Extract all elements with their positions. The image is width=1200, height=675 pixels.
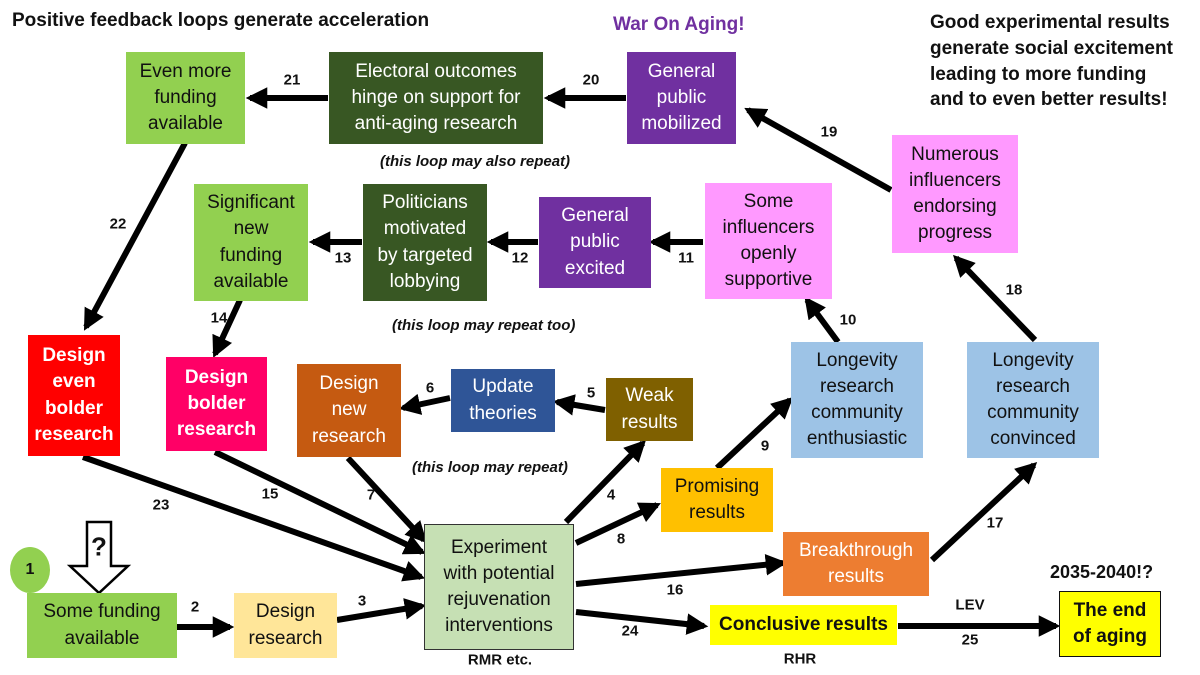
public-mobilized-box: General public mobilized: [627, 52, 736, 144]
arrow-label-24: 24: [621, 622, 639, 640]
community-enthusiastic-box: Longevity research community enthusiasti…: [791, 342, 923, 458]
lev-label: LEV: [955, 596, 985, 614]
war-heading: War On Aging!: [613, 14, 745, 35]
conclusive-results-box: Conclusive results: [710, 605, 897, 645]
right-heading: Good experimental results generate socia…: [930, 12, 1173, 111]
arrow-label-12: 12: [511, 249, 529, 267]
design-new-research-box: Design new research: [297, 364, 401, 457]
public-excited-box: General public excited: [539, 197, 651, 288]
numerous-influencers-box: Numerous influencers endorsing progress: [892, 135, 1018, 253]
arrow-8: [574, 502, 661, 546]
end-of-aging-box: The end of aging: [1059, 591, 1161, 657]
arrow-19: [744, 107, 893, 193]
arrow-9: [714, 397, 794, 471]
arrow-label-21: 21: [283, 71, 301, 89]
weak-results-box: Weak results: [606, 378, 693, 441]
arrow-15: [213, 449, 426, 555]
loop-also-note: (this loop may also repeat): [380, 153, 571, 170]
arrow-label-10: 10: [839, 311, 857, 329]
politicians-box: Politicians motivated by targeted lobbyi…: [363, 184, 487, 301]
arrow-5: [552, 394, 606, 416]
left-heading: Positive feedback loops generate acceler…: [12, 10, 430, 31]
arrow-label-25: 25: [961, 631, 979, 649]
design-even-bolder-research-box: Design even bolder research: [28, 335, 120, 456]
arrow-label-16: 16: [666, 581, 684, 599]
some-influencers-box: Some influencers openly supportive: [705, 183, 832, 299]
arrow-7: [345, 455, 427, 544]
breakthrough-results-box: Breakthrough results: [783, 532, 929, 596]
arrow-label-15: 15: [261, 485, 279, 503]
arrow-label-17: 17: [986, 514, 1004, 532]
arrow-23: [81, 454, 426, 582]
arrow-label-3: 3: [357, 592, 367, 610]
start-badge: 1: [10, 547, 50, 593]
arrow-label-9: 9: [760, 437, 770, 455]
design-bolder-research-box: Design bolder research: [166, 357, 267, 451]
arrow-label-5: 5: [586, 384, 596, 402]
arrow-label-8: 8: [616, 530, 626, 548]
community-convinced-box: Longevity research community convinced: [967, 342, 1099, 458]
promising-results-box: Promising results: [661, 468, 773, 532]
rmr-label: RMR etc.: [467, 651, 533, 669]
arrow-label-20: 20: [582, 71, 600, 89]
arrow-label-11: 11: [678, 249, 694, 267]
electoral-outcomes-box: Electoral outcomes hinge on support for …: [329, 52, 543, 144]
experiment-box: Experiment with potential rejuvenation i…: [424, 524, 574, 650]
arrow-label-23: 23: [152, 496, 170, 514]
arrow-label-19: 19: [820, 123, 838, 141]
significant-funding-box: Significant new funding available: [194, 184, 308, 301]
arrow-24: [575, 609, 709, 635]
arrow-label-2: 2: [190, 598, 200, 616]
arrow-label-18: 18: [1005, 281, 1023, 299]
arrow-14: [212, 298, 243, 358]
question-arrow-icon: [66, 520, 132, 595]
arrow-label-7: 7: [366, 486, 376, 504]
arrow-label-6: 6: [425, 379, 435, 397]
arrow-17: [929, 462, 1038, 563]
arrow-10: [804, 296, 841, 344]
arrow-label-4: 4: [606, 486, 616, 504]
arrow-label-14: 14: [210, 309, 228, 327]
arrow-label-13: 13: [334, 249, 352, 267]
arrow-18: [953, 254, 1038, 343]
design-research-box: Design research: [234, 593, 337, 658]
arrow-22: [83, 141, 188, 331]
arrow-3: [336, 598, 427, 623]
update-theories-box: Update theories: [451, 369, 555, 432]
even-more-funding-box: Even more funding available: [126, 52, 245, 144]
arrow-4: [563, 439, 647, 525]
year-heading: 2035-2040!?: [1050, 562, 1154, 582]
arrow-16: [575, 553, 788, 587]
question-mark: ?: [91, 531, 107, 562]
arrow-label-22: 22: [109, 215, 127, 233]
arrow-6: [398, 393, 451, 415]
some-funding-box: Some funding available: [27, 593, 177, 658]
loop-too-note: (this loop may repeat too): [392, 317, 576, 334]
rhr-label: RHR: [783, 650, 817, 668]
loop-note: (this loop may repeat): [412, 459, 568, 476]
